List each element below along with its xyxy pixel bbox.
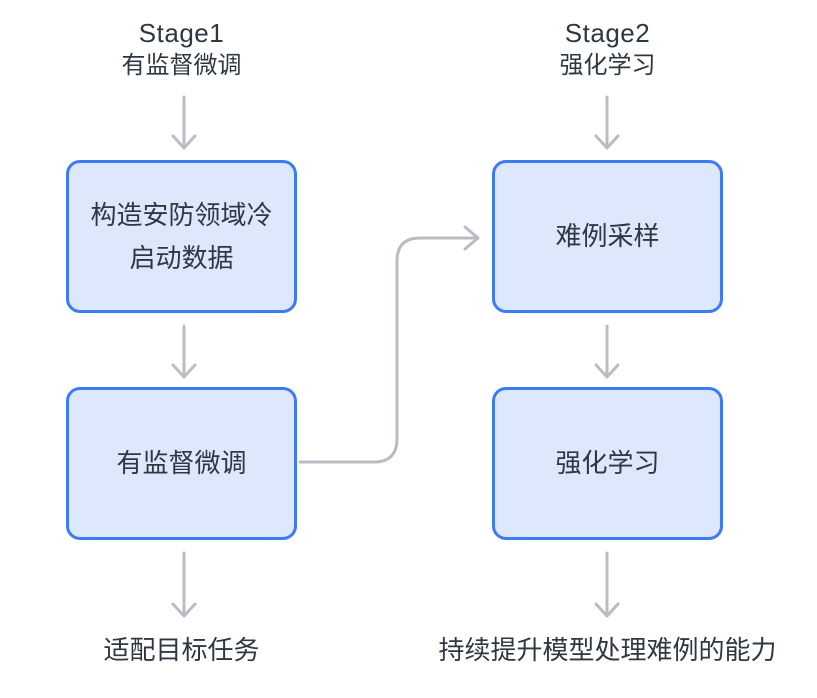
arrow-down-icon	[594, 324, 620, 379]
node-cold-start-data: 构造安防领域冷启动数据	[66, 160, 297, 313]
elbow-arrow-icon	[298, 225, 480, 464]
stage1-header: Stage1 有监督微调	[66, 16, 297, 82]
stage2-title: Stage2	[564, 18, 651, 48]
node-reinforcement-learning: 强化学习	[492, 387, 723, 540]
node-hard-example-sampling: 难例采样	[492, 160, 723, 313]
stage2-header: Stage2 强化学习	[492, 16, 723, 82]
node-label: 构造安防领域冷启动数据	[90, 200, 273, 273]
arrow-down-icon	[171, 324, 197, 379]
node-supervised-finetune: 有监督微调	[66, 387, 297, 540]
arrow-down-icon	[594, 95, 620, 150]
stage1-title: Stage1	[138, 18, 225, 48]
stage1-outcome: 适配目标任务	[103, 635, 260, 665]
stage1-subtitle: 有监督微调	[121, 52, 242, 79]
node-label: 难例采样	[555, 221, 660, 252]
arrow-down-icon	[171, 551, 197, 618]
node-label: 强化学习	[555, 448, 660, 479]
node-label: 有监督微调	[116, 448, 247, 479]
arrow-down-icon	[171, 95, 197, 150]
arrow-down-icon	[594, 551, 620, 618]
stage2-outcome: 持续提升模型处理难例的能力	[438, 635, 777, 665]
stage2-subtitle: 强化学习	[559, 52, 656, 79]
